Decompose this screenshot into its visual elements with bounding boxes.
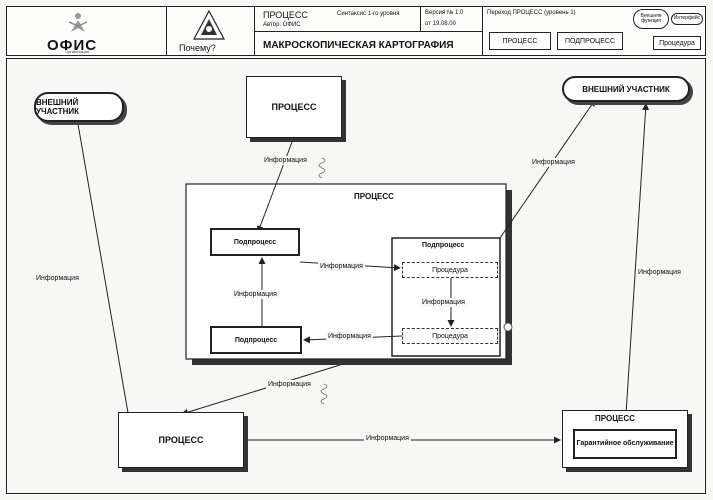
info-label: Информация	[34, 274, 81, 283]
info-label: Информация	[232, 290, 279, 299]
why-button[interactable]: Почему?	[167, 7, 255, 55]
connector-container-to-ext-right	[499, 99, 596, 239]
process-bottom-left[interactable]: ПРОЦЕСС	[118, 412, 244, 468]
subprocess-b[interactable]: Подпроцесс	[210, 326, 302, 354]
subprocess-a[interactable]: Подпроцесс	[210, 228, 300, 256]
logo-mark-icon	[68, 13, 88, 32]
meta-date: от 19.08.00	[425, 21, 456, 27]
info-label: Информация	[636, 268, 683, 277]
document-meta: ПРОЦЕСС Автор: ОФИС Синтаксис 1-го уровн…	[255, 7, 483, 55]
nav-process-button[interactable]: ПРОЦЕСС	[489, 32, 551, 50]
procedure-2[interactable]: Процедура	[402, 328, 498, 344]
info-label: Информация	[364, 434, 411, 443]
info-label: Информация	[530, 158, 577, 167]
external-participant-left[interactable]: ВНЕШНИЙ УЧАСТНИК	[34, 92, 124, 122]
connector-ext-left-to-main	[77, 123, 135, 437]
spiral-mark-icon	[318, 157, 326, 179]
process-bottom-right-title: ПРОЦЕСС	[595, 414, 635, 423]
info-label: Информация	[318, 262, 365, 271]
external-function-pill[interactable]: Внешняя функция	[633, 9, 669, 29]
logo-name: ОФИС	[47, 37, 98, 54]
process-container-title: ПРОЦЕСС	[354, 192, 394, 201]
meta-version: Версия № 1.0	[425, 10, 464, 16]
procedure-1[interactable]: Процедура	[402, 262, 498, 278]
external-participant-right[interactable]: ВНЕШНИЙ УЧАСТНИК	[562, 76, 690, 102]
logo-subtitle: Организация	[65, 49, 90, 54]
meta-author: Автор: ОФИС	[263, 22, 301, 28]
logo: ОФИС Организация	[7, 7, 167, 55]
meta-syntax: Синтаксис 1-го уровня	[337, 11, 400, 17]
info-label: Информация	[326, 332, 373, 341]
subprocess-c-title: Подпроцесс	[422, 242, 465, 249]
process-top[interactable]: ПРОЦЕСС	[246, 76, 342, 138]
nav-procedure-button[interactable]: Процедура	[653, 36, 701, 50]
process-bottom-right[interactable]: ПРОЦЕСС Гарантийное обслуживание	[562, 410, 688, 468]
connector-container-to-main	[181, 364, 341, 416]
connector-bottom-right-to-ext-right	[625, 103, 650, 415]
diagram-frame	[6, 58, 706, 494]
interface-pill[interactable]: Интерфейс	[671, 13, 703, 25]
why-label: Почему?	[179, 43, 216, 53]
nav-subprocess-button[interactable]: ПОДПРОЦЕСС	[557, 32, 623, 50]
nav-label: Переход ПРОЦЕСС (уровень 1)	[487, 10, 576, 16]
header-bar: ОФИС Организация Почему? ПРОЦЕСС Автор: …	[6, 6, 706, 56]
info-label: Информация	[262, 156, 309, 165]
warranty-subprocess[interactable]: Гарантийное обслуживание	[573, 429, 677, 459]
info-label: Информация	[266, 380, 313, 389]
navigation-panel: Переход ПРОЦЕСС (уровень 1) Внешняя функ…	[483, 7, 705, 55]
info-label: Информация	[420, 298, 467, 307]
triangle-logo-icon	[193, 10, 225, 40]
interface-marker-icon	[503, 322, 513, 332]
meta-process: ПРОЦЕСС	[263, 10, 308, 20]
spiral-mark-icon	[320, 383, 328, 405]
page-title: МАКРОСКОПИЧЕСКАЯ КАРТОГРАФИЯ	[263, 40, 454, 51]
